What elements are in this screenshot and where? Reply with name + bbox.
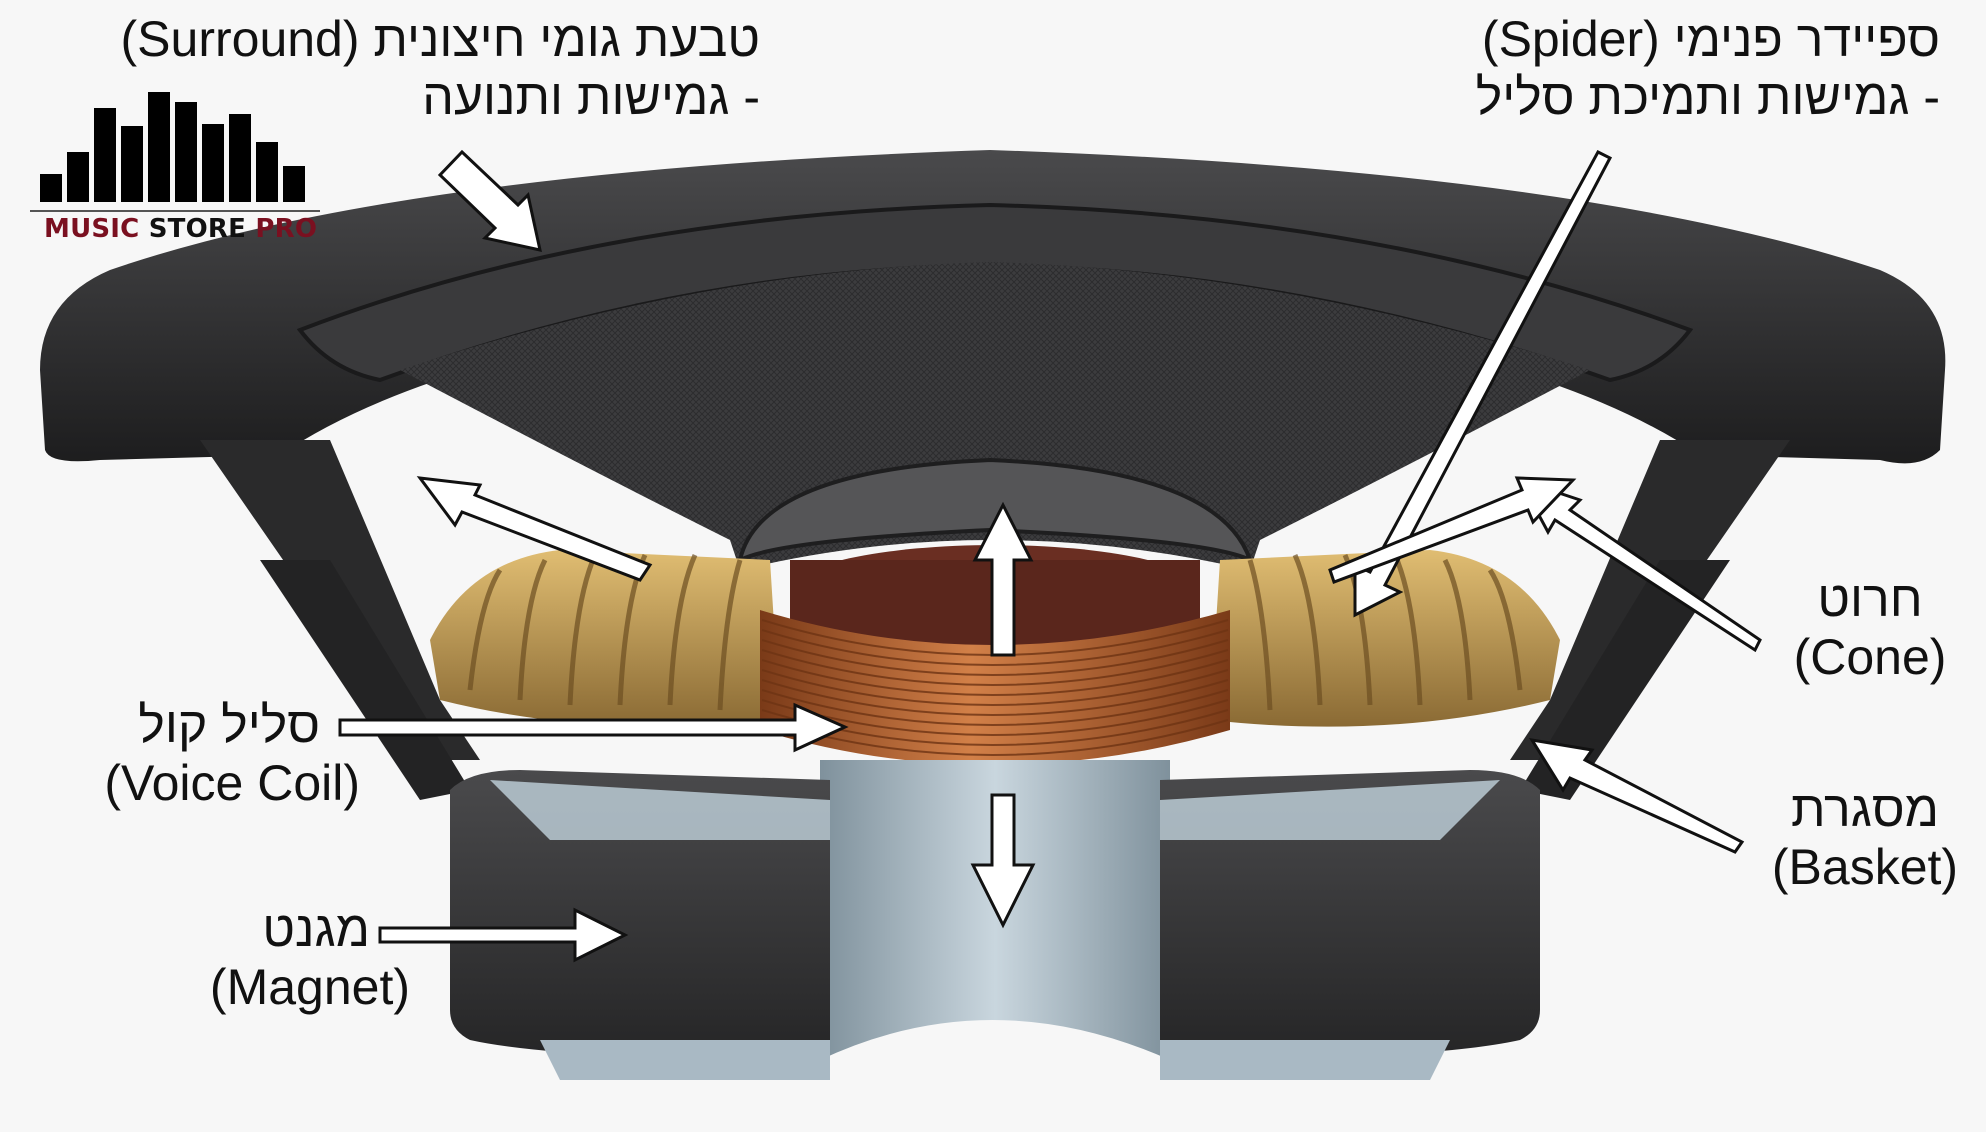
logo-bar — [229, 114, 251, 202]
label-surround: טבעת גומי חיצונית (Surround) - גמישות ות… — [10, 10, 760, 126]
logo-bar — [256, 142, 278, 202]
spider — [430, 550, 1560, 727]
surround-arrow — [437, 149, 542, 252]
logo-bar — [202, 124, 224, 202]
logo-text: MUSIC STORE PRO — [44, 214, 317, 244]
label-cone-english: (Cone) — [1793, 629, 1947, 685]
label-basket-english: (Basket) — [1771, 839, 1959, 895]
logo-bar — [148, 92, 170, 202]
logo-bar — [94, 108, 116, 202]
logo-bar — [121, 126, 143, 202]
label-voice-coil-hebrew: סליל קול — [138, 697, 320, 753]
motion-down-arrow — [970, 793, 1036, 929]
label-magnet-english: (Magnet) — [209, 959, 410, 1015]
voice-coil-arrow — [338, 702, 849, 753]
label-voice-coil: סליל קול (Voice Coil) — [70, 696, 360, 812]
arrows — [338, 149, 1762, 963]
motion-up-arrow — [972, 501, 1034, 657]
basket-arrow — [1528, 737, 1745, 854]
label-surround-line1: טבעת גומי חיצונית (Surround) — [120, 11, 760, 67]
logo-bar — [283, 166, 305, 202]
label-spider-line2: - גמישות ותמיכת סליל — [1475, 69, 1940, 125]
label-magnet-hebrew: מגנט — [262, 901, 370, 957]
magnet-arrow — [378, 907, 629, 963]
logo-bar — [175, 102, 197, 202]
logo-text-music: MUSIC — [44, 214, 140, 244]
equalizer-bars-icon — [40, 92, 320, 202]
cone-arrow-right-2 — [1328, 476, 1577, 584]
magnet — [450, 770, 1540, 1080]
logo-text-pro: PRO — [255, 214, 318, 244]
label-voice-coil-english: (Voice Coil) — [104, 755, 360, 811]
label-cone-hebrew: חרוט — [1817, 571, 1923, 627]
logo-text-store: STORE — [148, 214, 247, 244]
label-spider-line1: ספיידר פנימי (Spider) — [1481, 11, 1940, 67]
logo-bar — [40, 174, 62, 202]
logo-divider — [30, 210, 320, 212]
label-magnet: מגנט (Magnet) — [180, 900, 410, 1016]
logo-bar — [67, 152, 89, 202]
label-basket: מסגרת (Basket) — [1750, 780, 1980, 896]
cone — [400, 262, 1590, 570]
voice-coil — [760, 610, 1230, 765]
label-surround-line2: - גמישות ותנועה — [422, 69, 760, 125]
cone-arrow-left — [416, 476, 653, 582]
label-cone: חרוט (Cone) — [1770, 570, 1970, 686]
music-store-pro-logo: MUSIC STORE PRO — [28, 92, 328, 252]
label-spider: ספיידר פנימי (Spider) - גמישות ותמיכת סל… — [1380, 10, 1940, 126]
label-basket-hebrew: מסגרת — [1790, 781, 1940, 837]
